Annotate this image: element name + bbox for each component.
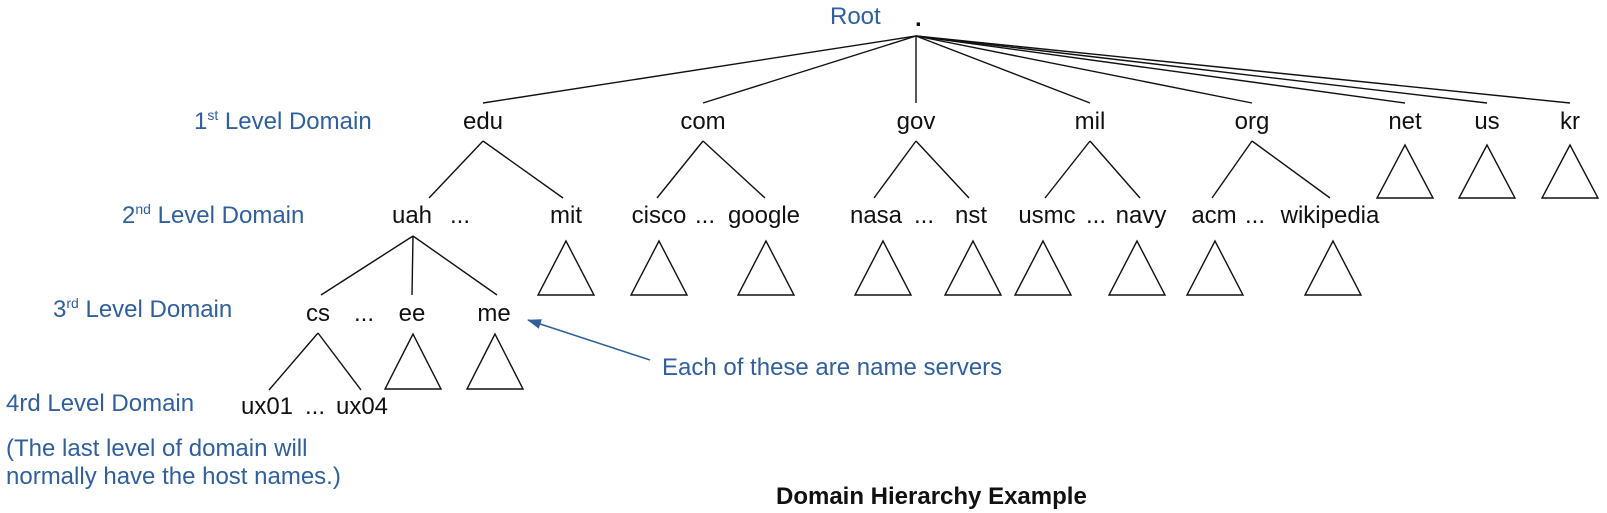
edge-root-net xyxy=(915,35,1406,104)
second-level-subtree-triangles xyxy=(536,239,1363,296)
tld-subtree-triangles xyxy=(1375,143,1600,199)
edge-root-us xyxy=(915,35,1488,104)
subtree-triangle-navy xyxy=(1107,239,1167,296)
sld-uah: uah xyxy=(392,202,432,229)
tld-gov: gov xyxy=(897,108,936,135)
edge-org-acm xyxy=(1211,140,1253,199)
sld-ellipsis-gov: ... xyxy=(914,202,934,229)
subtree-triangle-wikipedia xyxy=(1303,239,1363,296)
subtree-triangle-cisco xyxy=(629,239,689,296)
host-ux04: ux04 xyxy=(336,393,388,420)
subtree-triangle-mit xyxy=(536,239,596,296)
third-level-subtrees xyxy=(268,332,525,391)
annotation-text: Each of these are name servers xyxy=(662,354,1002,381)
tld-us: us xyxy=(1474,108,1499,135)
edge-uah-cs xyxy=(320,235,414,296)
subtree-triangle-me xyxy=(465,332,525,390)
edge-root-mil xyxy=(915,35,1091,104)
sld-nasa: nasa xyxy=(850,202,903,229)
sld-ellipsis-mil: ... xyxy=(1086,202,1106,229)
annotation-arrow xyxy=(527,319,651,361)
sld-cisco: cisco xyxy=(632,202,687,229)
third-ee: ee xyxy=(399,300,426,327)
third-cs: cs xyxy=(306,300,330,327)
level-4-label: 4rd Level Domain xyxy=(6,390,194,417)
uah-edges xyxy=(320,235,498,296)
sld-google: google xyxy=(728,202,800,229)
edge-com-google xyxy=(702,140,766,199)
third-level-nodes: cs ... ee me xyxy=(306,300,511,327)
sld-usmc: usmc xyxy=(1018,202,1075,229)
sld-ellipsis-org: ... xyxy=(1245,202,1265,229)
sld-nst: nst xyxy=(955,202,987,229)
edge-edu-uah xyxy=(428,140,484,199)
subtree-triangle-nst xyxy=(943,239,1003,296)
root-dot: . xyxy=(915,5,922,32)
subtree-triangle-acm xyxy=(1185,239,1245,296)
host-names-note-line1: (The last level of domain will xyxy=(6,435,307,462)
edge-cs-ux01 xyxy=(268,332,319,391)
edge-root-com xyxy=(702,35,917,104)
edge-root-kr xyxy=(915,35,1571,104)
edge-root-edu xyxy=(482,35,917,104)
sld-ellipsis-com: ... xyxy=(695,202,715,229)
root-label: Root xyxy=(830,3,881,30)
subtree-triangle-ee xyxy=(383,332,443,390)
edge-uah-me xyxy=(412,235,498,296)
edge-edu-mit xyxy=(482,140,564,199)
second-level-nodes: uah ... mit cisco ... google nasa ... ns… xyxy=(392,202,1380,229)
level-1-label: 1st Level Domain xyxy=(194,107,372,135)
host-names-note-line2: normally have the host names.) xyxy=(6,463,341,490)
subtree-triangle-net xyxy=(1375,143,1435,199)
sld-wikipedia: wikipedia xyxy=(1280,202,1380,229)
third-ellipsis: ... xyxy=(354,300,374,327)
host-ux01: ux01 xyxy=(241,393,293,420)
tld-org: org xyxy=(1235,108,1270,135)
edge-mil-usmc xyxy=(1044,140,1091,199)
edge-gov-nst xyxy=(915,140,970,199)
edge-gov-nasa xyxy=(873,140,917,199)
sld-mit: mit xyxy=(550,202,582,229)
edge-cs-ux04 xyxy=(317,332,362,391)
tld-edges xyxy=(428,140,1331,199)
level-3-label: 3rd Level Domain xyxy=(53,295,232,323)
subtree-triangle-us xyxy=(1457,143,1517,199)
level-2-label: 2nd Level Domain xyxy=(122,201,304,229)
edge-root-org xyxy=(915,35,1253,104)
tld-kr: kr xyxy=(1560,108,1580,135)
edge-uah-ee xyxy=(411,235,414,296)
sld-navy: navy xyxy=(1116,202,1167,229)
tld-mil: mil xyxy=(1075,108,1106,135)
tld-com: com xyxy=(680,108,725,135)
root-edges xyxy=(482,35,1571,104)
sld-acm: acm xyxy=(1191,202,1236,229)
subtree-triangle-google xyxy=(736,239,796,296)
tld-edu: edu xyxy=(463,108,503,135)
edge-com-cisco xyxy=(656,140,704,199)
subtree-triangle-nasa xyxy=(853,239,913,296)
tld-net: net xyxy=(1388,108,1422,135)
third-me: me xyxy=(477,300,510,327)
tld-nodes: edu com gov mil org net us kr xyxy=(463,108,1580,135)
edge-org-wikipedia xyxy=(1251,140,1331,199)
subtree-triangle-usmc xyxy=(1013,239,1073,296)
subtree-triangle-kr xyxy=(1540,143,1600,199)
sld-ellipsis-edu: ... xyxy=(450,202,470,229)
diagram-caption: Domain Hierarchy Example xyxy=(776,483,1087,510)
edge-mil-navy xyxy=(1089,140,1141,199)
host-ellipsis: ... xyxy=(305,393,325,420)
fourth-level-nodes: ux01 ... ux04 xyxy=(241,393,388,420)
